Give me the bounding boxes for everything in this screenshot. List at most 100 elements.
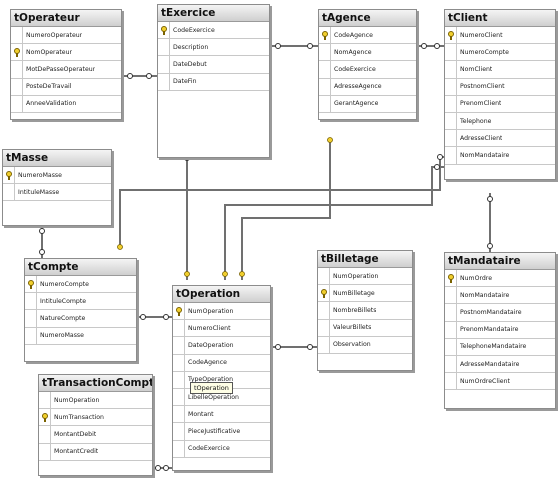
- column-row[interactable]: NumeroCompte: [25, 276, 136, 294]
- row-selector: [158, 56, 170, 73]
- row-selector: [25, 293, 37, 310]
- column-row[interactable]: CodeExercice: [173, 440, 270, 458]
- column-row[interactable]: PosteDeTravail: [11, 78, 121, 96]
- column-row[interactable]: PrenomClient: [445, 95, 555, 113]
- column-row[interactable]: CodeAgence: [173, 354, 270, 372]
- column-row[interactable]: PrenomMandataire: [445, 321, 555, 339]
- column-row[interactable]: AdresseClient: [445, 130, 555, 148]
- row-selector: [39, 443, 51, 460]
- column-row[interactable]: NatureCompte: [25, 310, 136, 328]
- table-title[interactable]: tExercice: [158, 5, 269, 22]
- row-selector: [173, 423, 185, 440]
- primary-key-icon: [175, 307, 182, 317]
- column-row[interactable]: LibelleOperation: [173, 388, 270, 407]
- column-name: NumOperation: [188, 307, 234, 315]
- column-row[interactable]: NomAgence: [319, 44, 416, 62]
- column-row[interactable]: NumOperation: [173, 303, 270, 321]
- column-row[interactable]: NumeroCompte: [445, 44, 555, 62]
- table-title[interactable]: tTransactionComptable: [39, 375, 152, 392]
- table-title[interactable]: tMasse: [3, 150, 111, 167]
- column-row[interactable]: AnneeValidation: [11, 95, 121, 113]
- row-selector: [319, 61, 331, 78]
- column-row[interactable]: AdresseAgence: [319, 78, 416, 96]
- table-title[interactable]: tAgence: [319, 10, 416, 27]
- column-row[interactable]: DateOperation: [173, 337, 270, 355]
- column-row[interactable]: MontantCredit: [39, 443, 152, 461]
- table-title[interactable]: tClient: [445, 10, 555, 27]
- table-title[interactable]: tCompte: [25, 259, 136, 276]
- column-row[interactable]: CodeExercice: [319, 61, 416, 79]
- table-ttransaction[interactable]: tTransactionComptableNumOperationNumTran…: [38, 374, 153, 476]
- row-selector: [445, 61, 457, 78]
- column-row[interactable]: NumeroOperateur: [11, 27, 121, 45]
- column-row[interactable]: NumOperation: [318, 268, 412, 286]
- column-row[interactable]: MontantDebit: [39, 426, 152, 444]
- column-row[interactable]: NumOrdreClient: [445, 373, 555, 391]
- column-row[interactable]: PostnomMandataire: [445, 304, 555, 322]
- column-row[interactable]: NumeroClient: [173, 320, 270, 338]
- column-row[interactable]: NomMandataire: [445, 287, 555, 305]
- column-row[interactable]: NombreBillets: [318, 302, 412, 320]
- column-row[interactable]: DateFin: [158, 73, 269, 91]
- column-name: NumeroClient: [188, 324, 231, 332]
- column-row[interactable]: IntituleMasse: [3, 184, 111, 202]
- row-selector: [445, 130, 457, 147]
- row-selector: [445, 321, 457, 338]
- column-name: PostnomMandataire: [460, 308, 522, 316]
- column-row[interactable]: Description: [158, 39, 269, 57]
- column-row[interactable]: NumeroMasse: [25, 327, 136, 345]
- column-row[interactable]: Observation: [318, 336, 412, 354]
- row-selector: [11, 95, 23, 112]
- column-row[interactable]: Telephone: [445, 112, 555, 131]
- table-title[interactable]: tBilletage: [318, 251, 412, 268]
- column-row[interactable]: GerantAgence: [319, 95, 416, 113]
- row-selector: [25, 276, 37, 293]
- column-row[interactable]: PieceJustificative: [173, 423, 270, 441]
- column-row[interactable]: NomMandataire: [445, 147, 555, 165]
- row-selector: [11, 78, 23, 95]
- column-name: NombreBillets: [333, 306, 377, 314]
- table-title[interactable]: tOperation: [173, 286, 270, 303]
- column-row[interactable]: IntituleCompte: [25, 293, 136, 311]
- column-name: TelephoneMandataire: [460, 343, 527, 351]
- column-name: NumeroCompte: [40, 280, 89, 288]
- table-title[interactable]: tMandataire: [445, 253, 555, 270]
- column-row[interactable]: CodeAgence: [319, 27, 416, 45]
- table-title[interactable]: tOperateur: [11, 10, 121, 27]
- column-name: Observation: [333, 341, 371, 349]
- row-selector: [445, 147, 457, 164]
- column-row[interactable]: NumeroMasse: [3, 167, 111, 185]
- column-row[interactable]: TelephoneMandataire: [445, 338, 555, 356]
- column-row[interactable]: NomOperateur: [11, 44, 121, 62]
- column-row[interactable]: AdresseMandataire: [445, 355, 555, 374]
- row-selector: [318, 285, 330, 302]
- column-row[interactable]: PostnomClient: [445, 78, 555, 96]
- column-row[interactable]: NumOperation: [39, 392, 152, 410]
- row-selector: [11, 44, 23, 61]
- column-row[interactable]: MotDePasseOperateur: [11, 61, 121, 79]
- row-selector: [445, 44, 457, 61]
- column-row[interactable]: ValeurBillets: [318, 319, 412, 337]
- column-row[interactable]: NumeroClient: [445, 27, 555, 45]
- column-row[interactable]: DateDebut: [158, 56, 269, 74]
- column-row[interactable]: NumTransaction: [39, 409, 152, 427]
- row-selector: [445, 112, 457, 130]
- column-name: CodeExercice: [334, 65, 376, 73]
- column-row[interactable]: NomClient: [445, 61, 555, 79]
- primary-key-icon: [41, 413, 48, 423]
- column-row[interactable]: CodeExercice: [158, 22, 269, 40]
- column-row[interactable]: NumOrdre: [445, 270, 555, 288]
- column-row[interactable]: Montant: [173, 406, 270, 424]
- row-selector: [39, 409, 51, 426]
- column-row[interactable]: NumBilletage: [318, 285, 412, 303]
- row-selector: [158, 22, 170, 39]
